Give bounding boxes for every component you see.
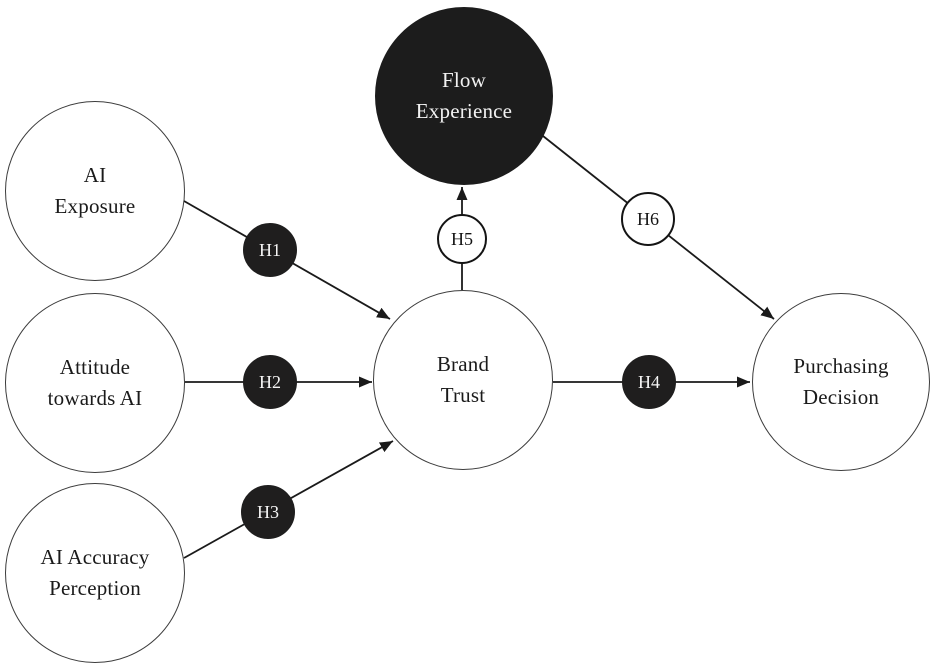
- node-ai-exposure: AI Exposure: [5, 101, 185, 281]
- badge-h1-label: H1: [259, 239, 281, 260]
- badge-h1: H1: [243, 223, 297, 277]
- node-ai-exposure-label: AI Exposure: [54, 163, 136, 218]
- node-attitude-towards-ai: Attitude towards AI: [5, 293, 185, 473]
- node-purchasing-decision-label: Purchasing Decision: [793, 354, 889, 409]
- badge-h3: H3: [241, 485, 295, 539]
- node-brand-trust: Brand Trust: [373, 290, 553, 470]
- node-flow-experience: Flow Experience: [375, 7, 553, 185]
- badge-h2: H2: [243, 355, 297, 409]
- node-flow-experience-label: Flow Experience: [415, 68, 513, 123]
- badge-h6: H6: [621, 192, 675, 246]
- badge-h4-label: H4: [638, 371, 660, 392]
- badge-h6-label: H6: [637, 208, 659, 229]
- badge-h5-label: H5: [451, 228, 473, 249]
- node-attitude-towards-ai-label: Attitude towards AI: [47, 355, 143, 410]
- node-ai-accuracy-perception-label: AI Accuracy Perception: [40, 545, 150, 600]
- badge-h5: H5: [437, 214, 487, 264]
- badge-h3-label: H3: [257, 501, 279, 522]
- badge-h4: H4: [622, 355, 676, 409]
- node-purchasing-decision: Purchasing Decision: [752, 293, 930, 471]
- node-brand-trust-label: Brand Trust: [436, 352, 490, 407]
- node-ai-accuracy-perception: AI Accuracy Perception: [5, 483, 185, 663]
- badge-h2-label: H2: [259, 371, 281, 392]
